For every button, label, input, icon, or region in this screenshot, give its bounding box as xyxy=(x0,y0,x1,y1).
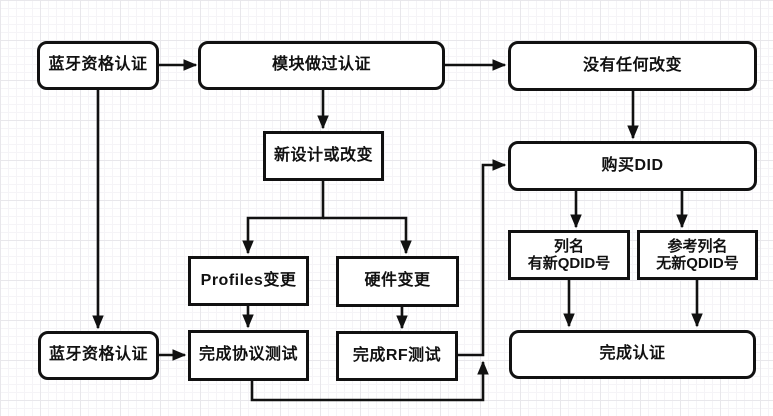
node-module-certified[interactable]: 模块做过认证 xyxy=(198,41,445,90)
node-label: 完成协议测试 xyxy=(198,346,298,364)
node-complete-certification[interactable]: 完成认证 xyxy=(509,330,756,379)
node-label-line2: 无新QDID号 xyxy=(656,255,739,272)
node-label: 蓝牙资格认证 xyxy=(48,346,148,364)
edge-protocol-to-junction xyxy=(250,360,489,402)
node-label: 购买DID xyxy=(601,156,664,174)
edge-rftest-to-buydid xyxy=(458,159,507,357)
node-bluetooth-qualification-bottom[interactable]: 蓝牙资格认证 xyxy=(38,331,159,380)
node-bluetooth-qualification-top[interactable]: 蓝牙资格认证 xyxy=(37,41,159,90)
node-no-change[interactable]: 没有任何改变 xyxy=(508,41,757,91)
node-label: 新设计或改变 xyxy=(273,146,373,164)
node-new-design-or-change[interactable]: 新设计或改变 xyxy=(263,131,384,181)
node-reference-listed-no-qdid[interactable]: 参考列名 无新QDID号 xyxy=(637,230,758,280)
node-complete-rf-test[interactable]: 完成RF测试 xyxy=(336,331,458,381)
node-listed-new-qdid[interactable]: 列名 有新QDID号 xyxy=(508,230,630,280)
node-buy-did[interactable]: 购买DID xyxy=(508,141,757,191)
node-hardware-change[interactable]: 硬件变更 xyxy=(336,256,459,307)
edge-newdesign-to-hardware xyxy=(323,216,412,255)
node-label: 完成RF测试 xyxy=(352,346,442,364)
node-label: 没有任何改变 xyxy=(582,56,682,74)
node-label-line1: 参考列名 xyxy=(667,237,728,255)
node-label: 硬件变更 xyxy=(364,272,431,290)
node-label: 蓝牙资格认证 xyxy=(48,56,148,74)
node-profiles-change[interactable]: Profiles变更 xyxy=(188,256,309,306)
node-label: Profiles变更 xyxy=(200,271,297,289)
node-label: 模块做过认证 xyxy=(271,56,371,74)
node-label-line2: 有新QDID号 xyxy=(527,255,611,272)
node-label-line1: 列名 xyxy=(553,237,584,255)
node-complete-protocol-test[interactable]: 完成协议测试 xyxy=(188,330,309,381)
node-label: 完成认证 xyxy=(599,345,666,363)
edge-newdesign-to-profiles xyxy=(242,181,325,255)
